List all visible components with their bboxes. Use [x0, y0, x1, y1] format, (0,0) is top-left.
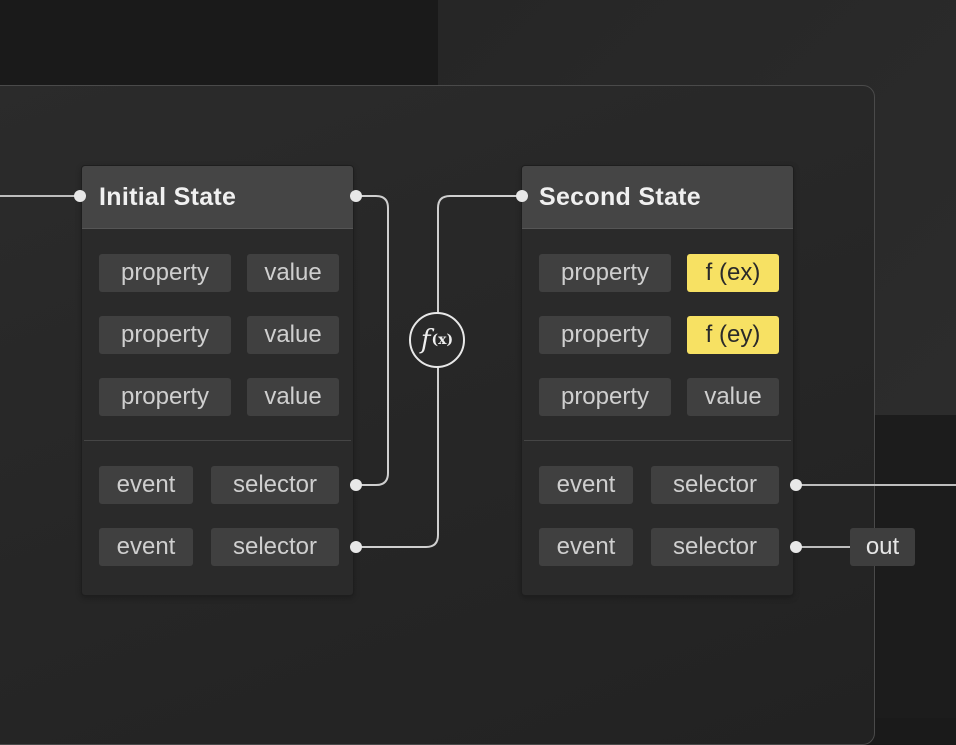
event-port[interactable] [790, 541, 802, 553]
property-key[interactable]: property [539, 316, 671, 354]
state-node-initial[interactable]: Initial State property value property va… [81, 165, 354, 596]
wire-selector-to-second-state [356, 195, 522, 548]
event-port[interactable] [350, 541, 362, 553]
event-label[interactable]: event [539, 528, 633, 566]
property-value[interactable]: value [247, 254, 339, 292]
property-key[interactable]: property [539, 378, 671, 416]
section-divider [524, 440, 791, 441]
property-value[interactable]: value [687, 378, 779, 416]
property-value[interactable]: value [247, 378, 339, 416]
output-port[interactable] [350, 190, 362, 202]
function-value-highlight[interactable]: f (ey) [687, 316, 779, 354]
event-port[interactable] [790, 479, 802, 491]
property-key[interactable]: property [99, 316, 231, 354]
state-node-second[interactable]: Second State property f (ex) property f … [521, 165, 794, 596]
input-port[interactable] [516, 190, 528, 202]
function-argument: (x) [431, 332, 454, 348]
selector-label[interactable]: selector [211, 466, 339, 504]
property-key[interactable]: property [99, 254, 231, 292]
function-value-highlight[interactable]: f (ex) [687, 254, 779, 292]
event-port[interactable] [350, 479, 362, 491]
function-symbol: f [420, 325, 431, 355]
event-label[interactable]: event [99, 466, 193, 504]
event-label[interactable]: event [99, 528, 193, 566]
property-key[interactable]: property [99, 378, 231, 416]
output-label[interactable]: out [850, 528, 915, 566]
wire-initial-out-to-event [356, 195, 389, 486]
node-title[interactable]: Initial State [82, 166, 353, 229]
connection-wires [0, 195, 956, 548]
event-label[interactable]: event [539, 466, 633, 504]
selector-label[interactable]: selector [211, 528, 339, 566]
section-divider [84, 440, 351, 441]
property-value[interactable]: value [247, 316, 339, 354]
function-node[interactable]: f(x) [409, 312, 465, 368]
input-port[interactable] [74, 190, 86, 202]
node-title[interactable]: Second State [522, 166, 793, 229]
selector-label[interactable]: selector [651, 528, 779, 566]
background-panel [876, 415, 956, 718]
selector-label[interactable]: selector [651, 466, 779, 504]
property-key[interactable]: property [539, 254, 671, 292]
